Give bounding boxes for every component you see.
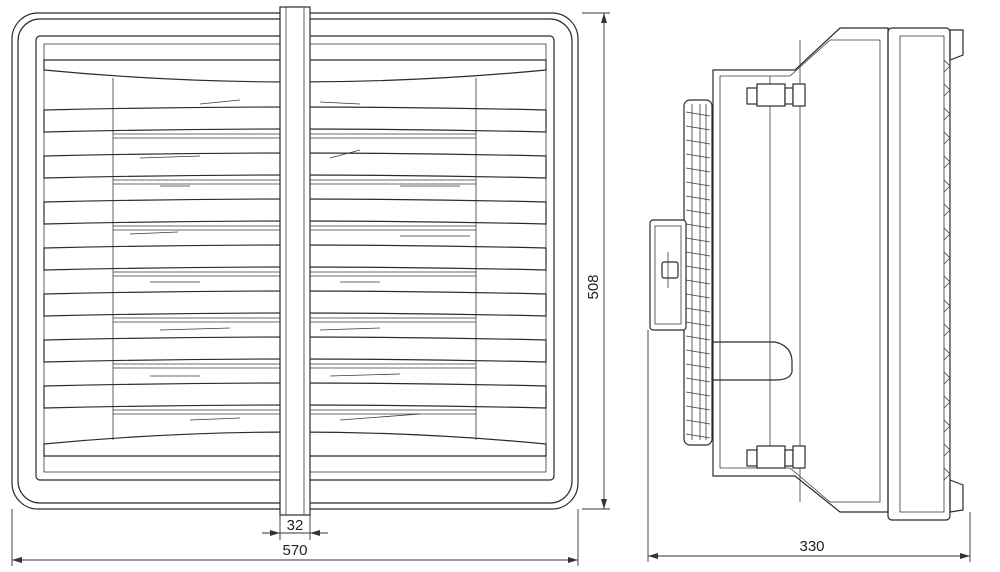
motor-bolt-icon (661, 261, 679, 279)
louver-slat (43, 106, 547, 133)
louver-slats (43, 106, 547, 415)
louver-slat (43, 336, 547, 363)
louver-slat (43, 198, 547, 225)
connection-pipe-bottom (746, 445, 806, 469)
guard-ribs (685, 111, 711, 439)
louver-slat (43, 152, 547, 179)
dimension-depth-side: 330 (799, 538, 824, 555)
louver-slat (43, 290, 547, 317)
dimension-width-front: 570 (282, 542, 307, 559)
fins (943, 59, 951, 481)
dimension-bracket-width: 32 (287, 517, 304, 534)
dimension-lines (11, 12, 971, 566)
connection-pipe-top (746, 83, 806, 107)
side-view (649, 27, 964, 521)
louver-slat (43, 382, 547, 409)
front-view (11, 6, 579, 516)
louver-slat (43, 244, 547, 271)
dimension-height: 508 (585, 274, 602, 299)
fan-blade-marks (129, 99, 470, 421)
